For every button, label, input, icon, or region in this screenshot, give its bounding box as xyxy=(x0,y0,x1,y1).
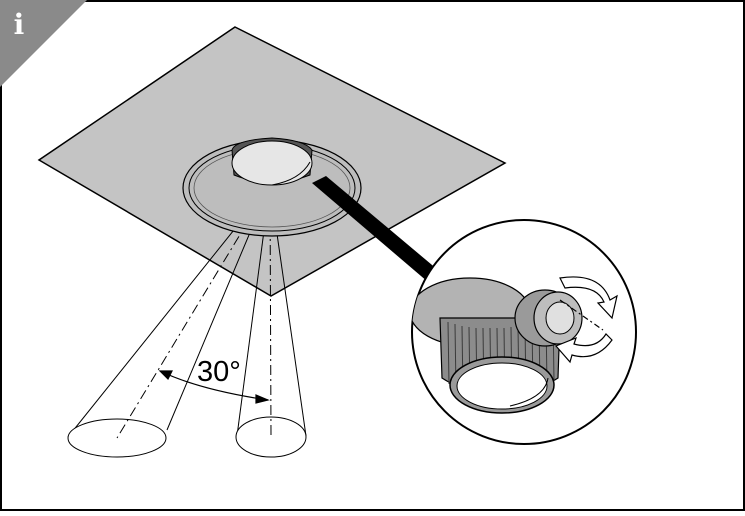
rotate-arrows-icon xyxy=(554,276,618,364)
angle-label: 30° xyxy=(197,356,241,388)
spotlight-fixture xyxy=(182,137,362,237)
zoom-callout xyxy=(411,219,637,445)
info-badge xyxy=(0,0,87,87)
info-icon: i xyxy=(13,8,25,41)
angle-arc xyxy=(158,370,270,404)
zoom-leader xyxy=(312,176,438,282)
